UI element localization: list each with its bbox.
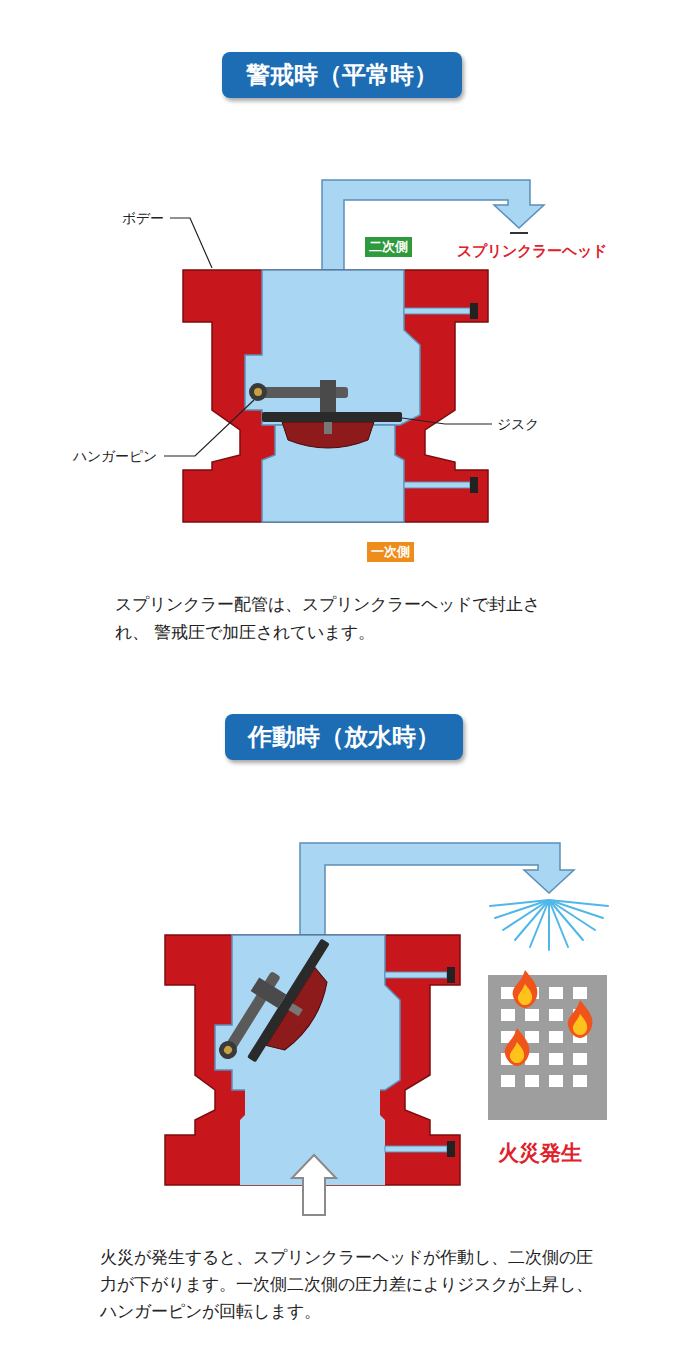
sprinkler-pipe xyxy=(510,232,528,234)
node-text: 作動時（放水時） xyxy=(248,723,440,752)
gasket xyxy=(470,303,478,493)
water-spray xyxy=(515,900,549,940)
section-heading: 作動時（放水時） xyxy=(225,714,463,760)
sprinkler-pipe xyxy=(300,843,574,935)
part-name: ジスク xyxy=(497,415,539,433)
fire xyxy=(568,1000,593,1038)
caption-text: 火災が発生すると、スプリンクラーヘッドが作動し、二次側の圧 力が下がります。一次… xyxy=(100,1244,605,1325)
water-chamber xyxy=(404,308,470,314)
flow-arrow xyxy=(292,1155,336,1215)
building xyxy=(488,975,607,1120)
water-chamber xyxy=(245,270,470,522)
gasket xyxy=(470,477,478,493)
water-chamber xyxy=(404,482,470,488)
caption-text: スプリンクラー配管は、スプリンクラーヘッドで封止され、 警戒圧で加圧されています… xyxy=(115,590,570,646)
fire xyxy=(505,970,593,1066)
gasket xyxy=(447,967,455,983)
leader-line xyxy=(402,418,492,424)
fire xyxy=(505,1028,530,1066)
leader-line xyxy=(170,218,212,268)
water-spray xyxy=(548,900,550,950)
valve-body xyxy=(183,270,488,522)
node-text: 警戒時（平常時） xyxy=(246,61,438,90)
disc-open xyxy=(213,922,352,1088)
side-tag: 二次側 xyxy=(365,237,412,257)
building xyxy=(501,987,597,1097)
part-name: ハンガーピン xyxy=(73,447,157,465)
status-label: 火災発生 xyxy=(498,1140,582,1167)
water-chamber xyxy=(385,972,447,978)
section-heading: 警戒時（平常時） xyxy=(222,52,462,98)
water-spray xyxy=(490,900,608,950)
water-chamber xyxy=(385,1146,447,1152)
valve-body xyxy=(183,270,488,522)
leader-line xyxy=(164,400,254,456)
fire xyxy=(513,970,538,1008)
disc-closed xyxy=(249,380,402,448)
water-spray xyxy=(530,900,549,947)
part-name: ボデー xyxy=(122,209,164,227)
side-tag: 一次側 xyxy=(367,542,414,562)
gasket xyxy=(470,303,478,319)
target-label: スプリンクラーヘッド xyxy=(457,242,607,262)
water-spray xyxy=(549,900,608,906)
sprinkler-pipe xyxy=(300,843,574,935)
gasket xyxy=(447,967,455,1157)
node-text: 二次側 xyxy=(369,239,408,255)
gasket xyxy=(447,1141,455,1157)
building xyxy=(488,975,607,1120)
node-text: 一次側 xyxy=(371,544,410,560)
water-chamber xyxy=(215,935,447,1185)
leader-line xyxy=(164,218,492,456)
flow-arrow xyxy=(292,1155,336,1215)
